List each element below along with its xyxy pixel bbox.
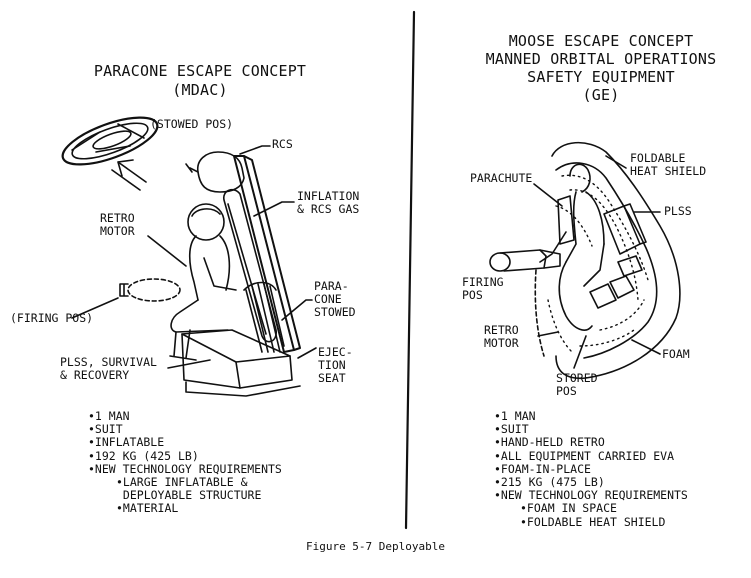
hand-held-retro — [489, 249, 561, 272]
feature-item: •1 MAN — [88, 409, 130, 423]
leader-plss — [167, 359, 211, 369]
feature-item: •HAND-HELD RETRO — [494, 435, 605, 450]
moose-title: MOOSE ESCAPE CONCEPT MANNED ORBITAL OPER… — [456, 32, 746, 104]
feature-item: •1 MAN — [494, 409, 536, 423]
leader-parachute — [533, 183, 563, 207]
leader-firing — [71, 297, 119, 319]
label-stowed-pos: (STOWED POS) — [150, 117, 234, 131]
label-firing-pos-left: (FIRING POS) — [10, 311, 94, 325]
label-paracone-stowed: PARA- CONE STOWED — [314, 279, 356, 319]
moose-title-line1: MOOSE ESCAPE CONCEPT — [508, 32, 694, 50]
moose-title-line4: (GE) — [582, 86, 620, 104]
leader-inflation — [253, 201, 295, 217]
moose-feature-list: •1 MAN •SUIT •HAND-HELD RETRO •ALL EQUIP… — [494, 409, 688, 529]
sub-feature-list: •LARGE INFLATABLE & DEPLOYABLE STRUCTURE… — [88, 475, 282, 516]
sub-feature-item: •FOAM IN SPACE — [520, 501, 617, 516]
label-ejection-seat: EJEC- TION SEAT — [318, 345, 353, 385]
paracone-feature-list: •1 MAN •SUIT •INFLATABLE •192 KG (425 LB… — [88, 409, 282, 516]
leader-foldable — [605, 155, 627, 169]
astronaut-seated — [169, 203, 237, 361]
paracone-title-line2: (MDAC) — [172, 81, 228, 99]
plss-pack — [603, 203, 647, 255]
feature-item: •INFLATABLE — [88, 435, 165, 450]
leader-rcs — [239, 145, 271, 155]
sub-feature-item: •MATERIAL — [116, 501, 179, 516]
ejection-seat-frame — [233, 155, 301, 353]
rcs-tank — [185, 151, 245, 193]
sub-feature-item: •FOLDABLE HEAT SHIELD — [520, 514, 666, 529]
center-divider — [404, 10, 416, 530]
label-inflation-rcs-gas: INFLATION & RCS GAS — [297, 189, 360, 216]
label-plss-right: PLSS — [664, 204, 692, 218]
foldable-heat-shield — [551, 141, 681, 380]
feature-item: •FOAM-IN-PLACE — [494, 461, 591, 476]
label-retro-motor-left: RETRO MOTOR — [100, 211, 135, 238]
inflation-cylinder — [223, 188, 277, 343]
stored-retro-boxes — [589, 255, 643, 309]
label-parachute: PARACHUTE — [470, 171, 533, 185]
figure-caption: Figure 5-7 Deployable — [305, 540, 446, 553]
label-plss-survival: PLSS, SURVIVAL & RECOVERY — [60, 355, 157, 382]
moose-title-line2: MANNED ORBITAL OPERATIONS — [485, 50, 717, 68]
leader-retro-right — [537, 331, 559, 337]
paracone-pleats — [243, 281, 285, 353]
retro-firing-pos — [127, 278, 181, 302]
feature-item: •NEW TECHNOLOGY REQUIREMENTS — [88, 461, 282, 476]
sub-feature-item: •LARGE INFLATABLE & — [116, 475, 248, 490]
astronaut-moose — [539, 163, 605, 331]
foam-fill — [547, 174, 649, 353]
feature-item: •SUIT — [88, 422, 123, 437]
label-foam: FOAM — [662, 347, 690, 361]
label-stored-pos: STORED POS — [556, 371, 598, 398]
parachute-pack — [557, 195, 575, 245]
feature-item: •192 KG (425 LB) — [88, 448, 199, 463]
leader-paracone — [281, 299, 313, 321]
label-firing-pos-right: FIRING POS — [462, 275, 504, 302]
feature-item: •NEW TECHNOLOGY REQUIREMENTS — [494, 488, 688, 503]
sub-feature-item: DEPLOYABLE STRUCTURE — [116, 488, 262, 503]
stowed-paracone-ring — [61, 116, 159, 166]
moose-title-line3: SAFETY EQUIPMENT — [527, 68, 675, 86]
feature-item: •ALL EQUIPMENT CARRIED EVA — [494, 448, 675, 463]
leader-ejection — [297, 347, 317, 359]
paracone-title: PARACONE ESCAPE CONCEPT (MDAC) — [70, 62, 330, 100]
stow-arrow — [111, 159, 147, 191]
sub-feature-list-right: •FOAM IN SPACE •FOLDABLE HEAT SHIELD — [494, 501, 688, 529]
label-rcs: RCS — [272, 137, 293, 151]
feature-item: •SUIT — [494, 422, 529, 437]
retro-tether — [534, 269, 545, 357]
leader-foam — [631, 339, 661, 355]
paracone-title-line1: PARACONE ESCAPE CONCEPT — [93, 62, 307, 80]
leader-stored — [573, 335, 587, 369]
seat-base-box — [181, 329, 301, 397]
label-foldable-heat-shield: FOLDABLE HEAT SHIELD — [630, 151, 707, 178]
leader-retro — [147, 235, 187, 267]
label-retro-motor-right: RETRO MOTOR — [484, 323, 519, 350]
feature-item: •215 KG (475 LB) — [494, 475, 605, 490]
